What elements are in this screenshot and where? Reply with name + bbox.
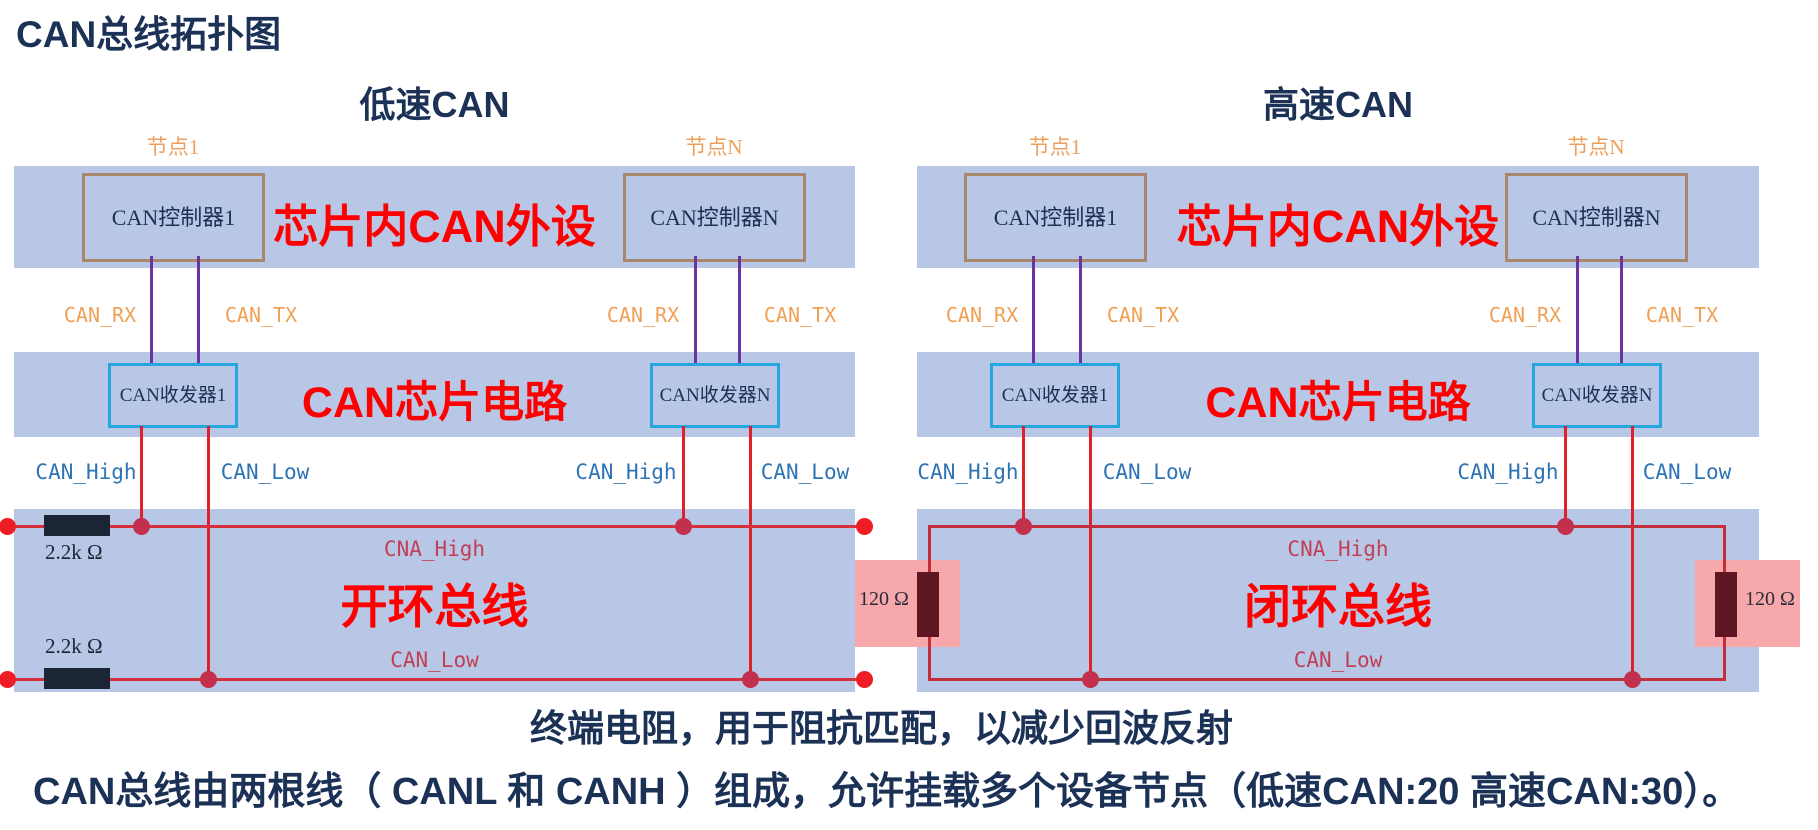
can-high-wire [1564,426,1567,528]
tx-wire [1079,256,1082,366]
junction-dot [675,518,692,535]
resistor-120-right-label: 120 Ω [1745,588,1795,610]
can-rx-label: CAN_RX [945,303,1019,327]
resistor-2k2-bottom-label: 2.2k Ω [45,634,103,658]
resistor-120-left-label: 120 Ω [859,588,909,610]
low-speed-heading: 低速CAN [359,84,510,125]
junction-dot [1624,671,1641,688]
bus-band [917,509,1759,692]
can-tx-label: CAN_TX [1645,303,1719,327]
closed-bus-loop [928,525,1726,681]
page-title: CAN总线拓扑图 [16,14,282,55]
bus-end-dot [856,518,873,535]
can-low-wire [749,426,752,681]
can-controller-1-box: CAN控制器1 [82,173,265,262]
can-rx-label: CAN_RX [63,303,137,327]
bus-description-note: CAN总线由两根线（ CANL 和 CANH ）组成，允许挂载多个设备节点（低速… [33,771,1741,813]
low-speed-can-topology: 低速CAN 节点1 节点N CAN控制器1 芯片内CAN外设 CAN控制器N C… [0,60,873,715]
can-low-label: CAN_Low [1102,460,1192,484]
can-transceiver-1-box: CAN收发器1 [990,363,1120,428]
can-controller-1-box: CAN控制器1 [964,173,1147,262]
rx-wire [150,256,153,366]
junction-dot [1015,518,1032,535]
tx-wire [1620,256,1623,366]
rx-wire [694,256,697,366]
high-speed-can-topology: 高速CAN 节点1 节点N CAN控制器1 芯片内CAN外设 CAN控制器N C… [855,60,1800,715]
can-transceiver-n-box: CAN收发器N [650,363,780,428]
can-tx-label: CAN_TX [763,303,837,327]
can-transceiver-1-box: CAN收发器1 [108,363,238,428]
open-bus-overlay-text: 开环总线 [340,580,529,633]
can-controller-n-box: CAN控制器N [623,173,806,262]
can-high-label: CAN_High [917,460,1019,484]
can-high-wire [682,426,685,528]
resistor-2k2-top-label: 2.2k Ω [45,540,103,564]
bus-high-line-label: CNA_High [1287,537,1389,561]
can-high-wire [140,426,143,528]
can-low-wire [207,426,210,681]
chip-circuit-band [917,352,1759,437]
terminator-note: 终端电阻，用于阻抗匹配，以减少回波反射 [530,708,1233,749]
node-1-label: 节点1 [1028,135,1082,159]
chip-circuit-band [14,352,855,437]
bus-end-dot [0,671,16,688]
can-tx-label: CAN_TX [224,303,298,327]
terminator-highlight-left [855,560,960,647]
can-low-label: CAN_Low [220,460,310,484]
junction-dot [742,671,759,688]
high-speed-heading: 高速CAN [1263,84,1413,125]
can-rx-label: CAN_RX [1488,303,1562,327]
can-controller-n-box: CAN控制器N [1505,173,1688,262]
junction-dot [1557,518,1574,535]
can-low-label: CAN_Low [1642,460,1732,484]
chip-peripheral-band [917,166,1759,268]
can-high-label: CAN_High [575,460,677,484]
tx-wire [197,256,200,366]
can-low-wire [1631,426,1634,681]
bus-end-dot [0,518,16,535]
junction-dot [1082,671,1099,688]
can-transceiver-n-box: CAN收发器N [1532,363,1662,428]
can-tx-label: CAN_TX [1106,303,1180,327]
bus-low-line-label: CAN_Low [390,648,479,672]
node-1-label: 节点1 [146,135,200,159]
bus-band [14,509,855,692]
circuit-overlay-text: CAN芯片电路 [1205,379,1471,427]
can-rx-label: CAN_RX [606,303,680,327]
bus-end-dot [856,671,873,688]
resistor-2k2-top [44,515,110,536]
resistor-120-right [1715,572,1737,637]
node-n-label: 节点N [1567,135,1625,159]
bus-low-line-label: CAN_Low [1293,648,1383,672]
can-low-wire [1089,426,1092,681]
rx-wire [1576,256,1579,366]
rx-wire [1032,256,1035,366]
terminator-highlight-right [1695,560,1800,647]
junction-dot [200,671,217,688]
node-n-label: 节点N [685,135,743,159]
can-high-label: CAN_High [1457,460,1559,484]
bus-high-line-label: CNA_High [383,537,486,561]
can-low-label: CAN_Low [760,460,850,484]
resistor-2k2-bottom [44,668,110,689]
can-high-wire [1022,426,1025,528]
closed-bus-overlay-text: 闭环总线 [1244,580,1432,633]
peripheral-overlay-text: 芯片内CAN外设 [273,201,596,252]
bus-high-line [6,525,865,528]
chip-peripheral-band [14,166,855,268]
bus-low-line [6,678,865,681]
resistor-120-left [917,572,939,637]
junction-dot [133,518,150,535]
peripheral-overlay-text: 芯片内CAN外设 [1176,201,1500,252]
tx-wire [738,256,741,366]
can-high-label: CAN_High [35,460,137,484]
circuit-overlay-text: CAN芯片电路 [301,379,568,427]
